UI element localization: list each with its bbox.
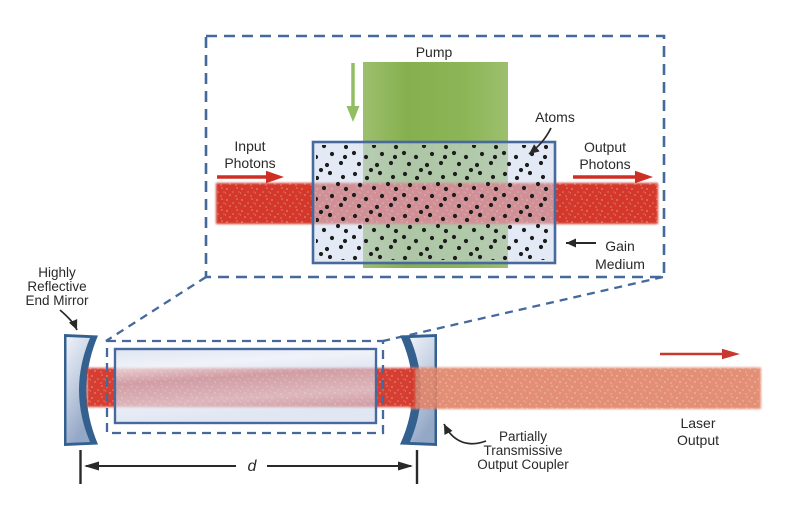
atoms-label: Atoms: [535, 109, 575, 125]
svg-text:Photons: Photons: [579, 156, 630, 172]
dimension-line: [79, 450, 419, 484]
callout-connector-right: [382, 275, 664, 343]
laser-output-label: Laser Output: [677, 415, 719, 448]
dimension-label-d: d: [248, 458, 258, 475]
svg-text:End Mirror: End Mirror: [25, 293, 89, 308]
svg-text:Highly: Highly: [38, 265, 76, 280]
svg-text:Photons: Photons: [224, 155, 275, 171]
laser-output-beam: [410, 367, 761, 409]
end-mirror: [64, 334, 98, 446]
input-photons-label: Input Photons: [224, 138, 275, 171]
svg-text:Output: Output: [584, 139, 626, 155]
gain-medium-rod: [113, 347, 378, 425]
output-photons-label: Output Photons: [579, 139, 630, 172]
svg-text:Medium: Medium: [595, 256, 645, 272]
svg-text:Partially: Partially: [499, 429, 547, 444]
svg-text:Reflective: Reflective: [27, 279, 86, 294]
output-coupler-label: Partially Transmissive Output Coupler: [477, 429, 569, 472]
atoms-pointer-arrow-icon: [528, 127, 552, 155]
output-photons-arrow-icon: [573, 170, 653, 184]
svg-text:Laser: Laser: [680, 415, 715, 431]
svg-text:Gain: Gain: [605, 238, 635, 254]
callout-connector-left: [105, 276, 207, 342]
laser-output-arrow-icon: [660, 348, 740, 360]
svg-text:Input: Input: [234, 138, 265, 154]
gain-medium-label: Gain Medium: [595, 238, 645, 272]
atom-dots: [316, 145, 552, 260]
output-coupler-pointer-arrow-icon: [443, 423, 487, 445]
svg-text:Output Coupler: Output Coupler: [477, 457, 569, 472]
svg-text:Transmissive: Transmissive: [483, 443, 562, 458]
end-mirror-label: Highly Reflective End Mirror: [25, 265, 89, 308]
pump-label: Pump: [416, 44, 453, 60]
inset-callout-box: [204, 34, 666, 279]
cavity-dashed-box: [105, 339, 385, 435]
svg-text:Output: Output: [677, 432, 719, 448]
input-photons-arrow-icon: [217, 170, 284, 184]
end-mirror-pointer-arrow-icon: [59, 309, 78, 331]
pump-arrow-icon: [346, 63, 360, 122]
